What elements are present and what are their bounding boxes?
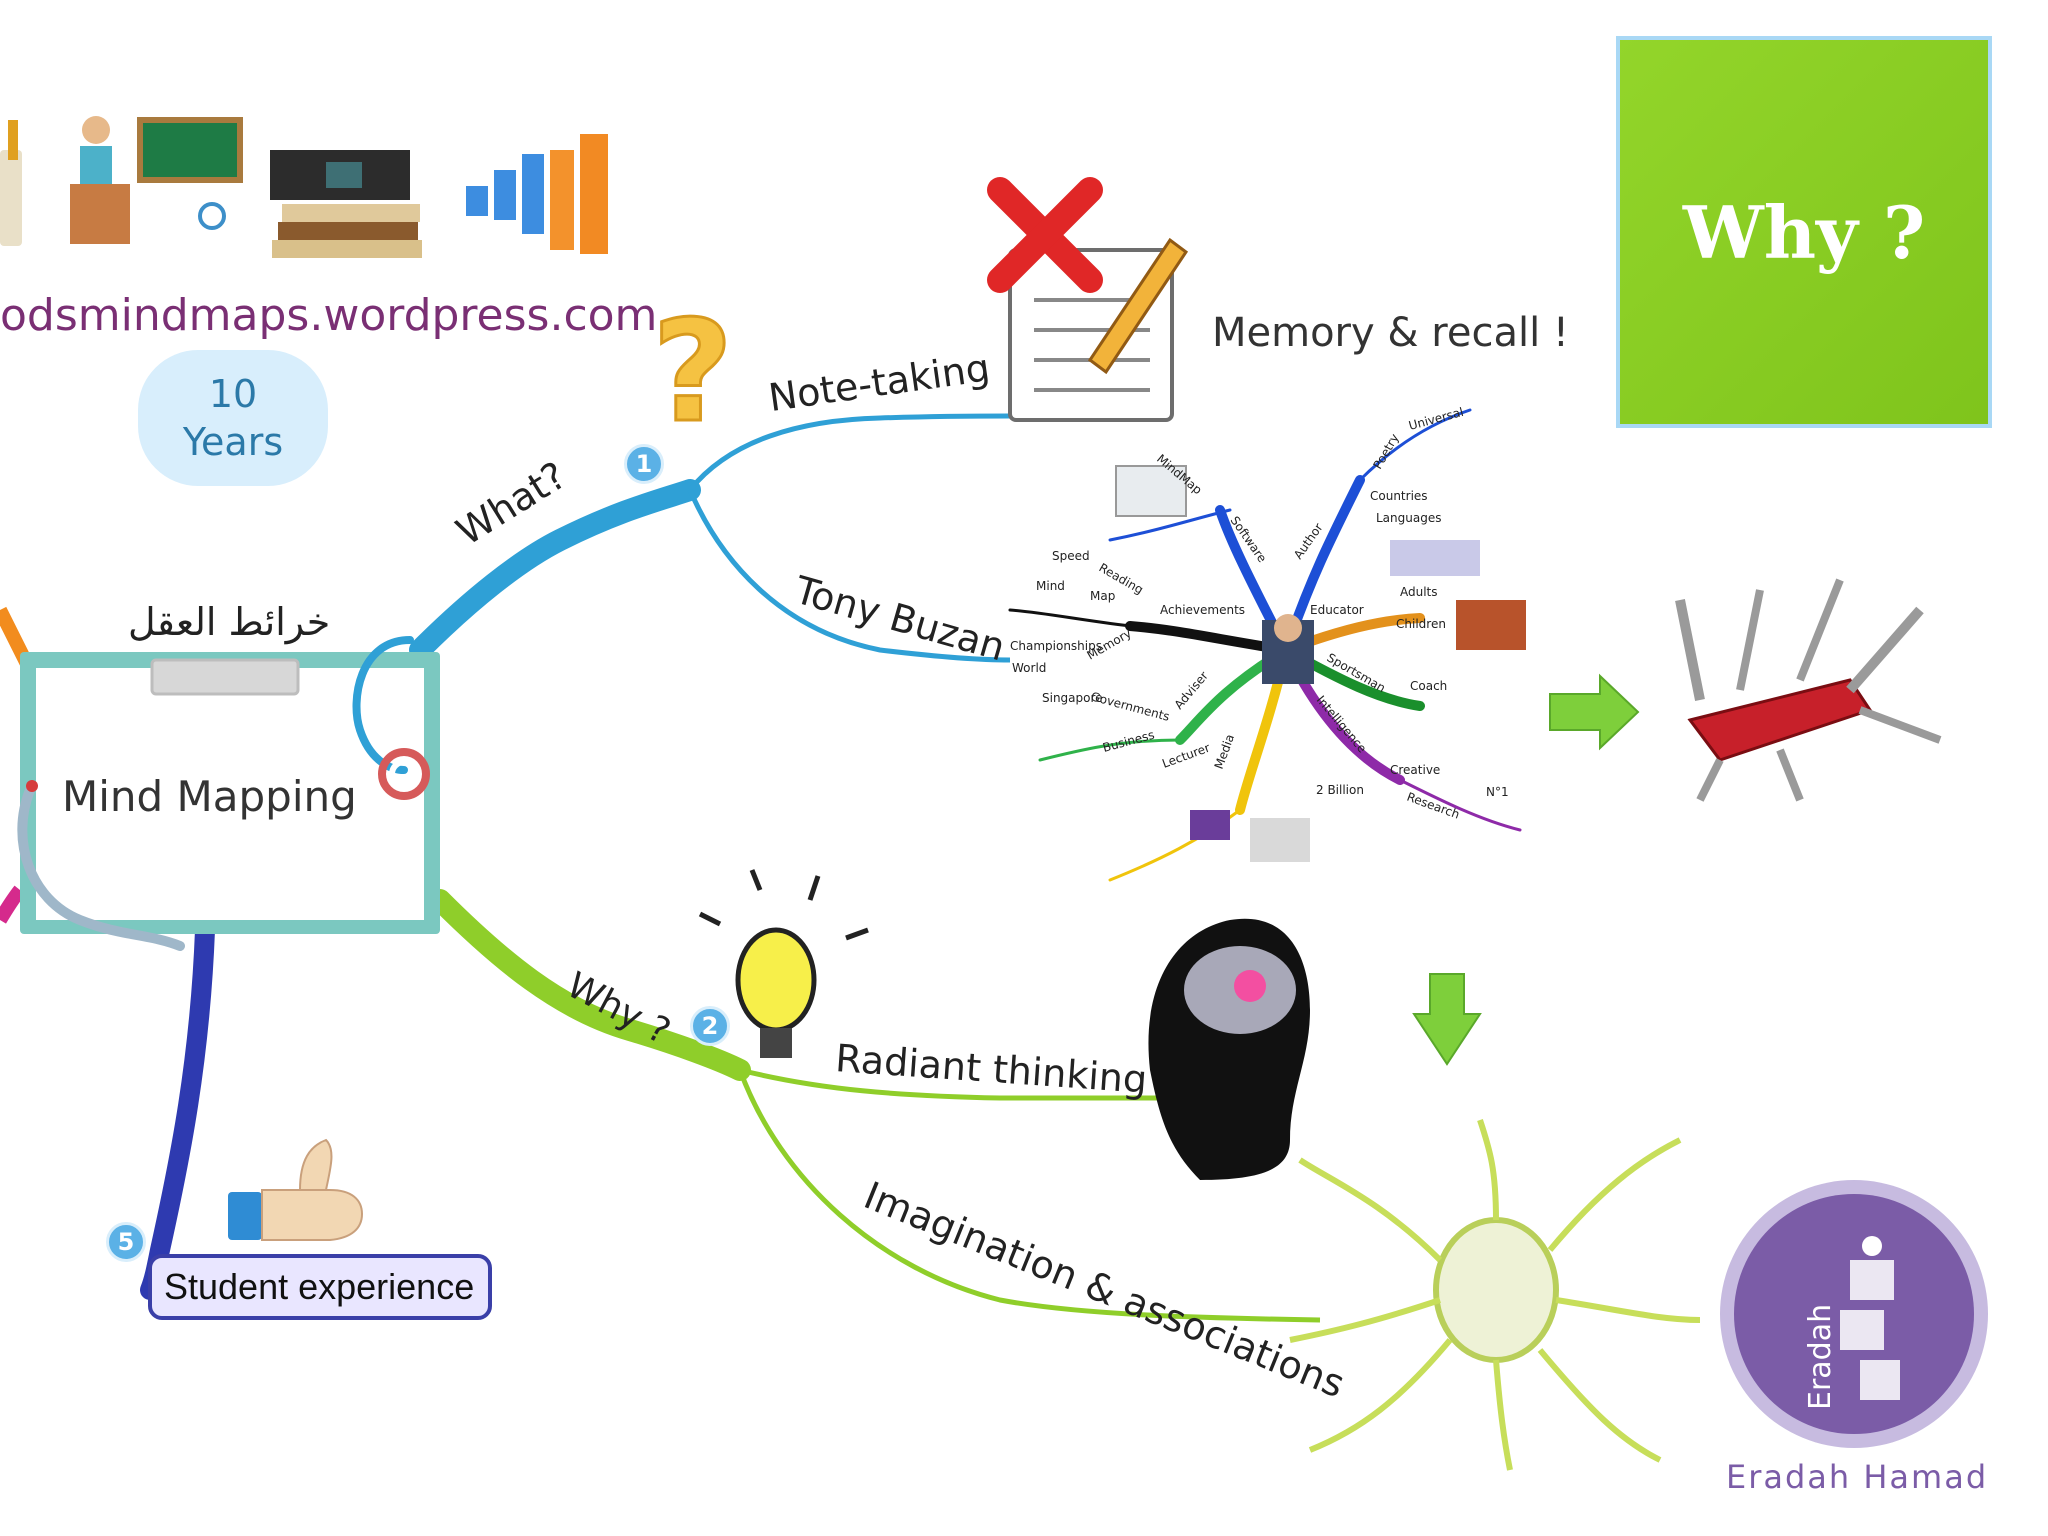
memory-recall-text: Memory & recall ! (1212, 310, 1569, 356)
red-x-icon (987, 177, 1103, 293)
imagination-branch (737, 1069, 1321, 1323)
buzan-word: Map (1090, 589, 1115, 603)
student-branch (140, 920, 215, 1300)
buzan-word: Speed (1052, 549, 1090, 563)
years-cloud: 10 Years (138, 350, 328, 486)
buzan-word: N°1 (1486, 785, 1509, 799)
buzan-word: Universal (1407, 405, 1465, 433)
buzan-word: Languages (1376, 511, 1441, 525)
years-number: 10 (208, 372, 258, 416)
buzan-word: Singapore (1042, 691, 1103, 705)
buzan-word: 2 Billion (1316, 783, 1364, 797)
svg-text:?: ? (652, 291, 733, 454)
buzan-word: Achievements (1160, 603, 1245, 617)
pencil-cup-icon (0, 120, 22, 246)
note-taking-branch (688, 413, 1011, 492)
buzan-word: Poetry (1370, 431, 1401, 471)
lightbulb-icon (698, 869, 869, 1058)
central-node-label[interactable]: Mind Mapping (62, 772, 357, 821)
buzan-word: Research (1405, 790, 1462, 822)
eradah-logo: Eradah (1720, 1180, 1988, 1448)
title-text: Why ? (1682, 189, 1926, 275)
what-badge: 1 (624, 444, 664, 484)
student-badge: 5 (106, 1222, 146, 1262)
buzan-word: Lecturer (1160, 741, 1212, 771)
teacher-chalkboard-icon (70, 116, 243, 244)
buzan-word: Adults (1400, 585, 1438, 599)
why-badge: 2 (690, 1006, 730, 1046)
title-box: Why ? (1616, 36, 1992, 428)
buzan-word: World (1012, 661, 1046, 675)
buzan-word: Adviser (1172, 669, 1211, 712)
buzan-word: Creative (1390, 763, 1440, 777)
arabic-title: خرائط العقل (128, 600, 331, 644)
student-experience-node[interactable]: Student experience (148, 1254, 492, 1320)
buzan-word: Coach (1410, 679, 1447, 693)
buzan-word: Children (1396, 617, 1446, 631)
stethoscope-icon (17, 636, 430, 951)
bar-chart-icon (466, 134, 608, 254)
buzan-word: Media (1212, 732, 1237, 771)
green-arrow-right-icon (1549, 673, 1640, 751)
swiss-knife-icon (1675, 578, 1942, 802)
tony-buzan-branch (687, 489, 1011, 663)
buzan-word: Business (1101, 728, 1156, 755)
thumbs-up-icon (228, 1138, 364, 1241)
magenta-branch-stub (0, 885, 26, 924)
buzan-word: Championships (1010, 639, 1102, 653)
blog-url[interactable]: odsmindmaps.wordpress.com (0, 290, 658, 341)
buzan-word: Educator (1310, 603, 1364, 617)
radiant-branch (739, 1067, 1160, 1101)
buzan-word: Mind (1036, 579, 1065, 593)
notepad-pencil-icon (1008, 237, 1189, 422)
buzan-word: Countries (1370, 489, 1428, 503)
logo-text: Eradah (1803, 1304, 1838, 1410)
neuron-brain-icon (1289, 1119, 1701, 1471)
question-mark-icon: ? (651, 290, 735, 456)
books-stack-icon (270, 150, 422, 258)
head-brain-icon (1148, 918, 1310, 1180)
green-arrow-down-icon (1412, 973, 1482, 1066)
buzan-word: Intelligence (1314, 693, 1370, 755)
years-unit: Years (182, 420, 284, 464)
what-branch (409, 479, 701, 661)
buzan-word: Governments (1089, 689, 1171, 724)
buzan-mindmap-image (1008, 408, 1526, 882)
why-branch (429, 889, 751, 1081)
signature-text: Eradah Hamad (1726, 1458, 1989, 1496)
